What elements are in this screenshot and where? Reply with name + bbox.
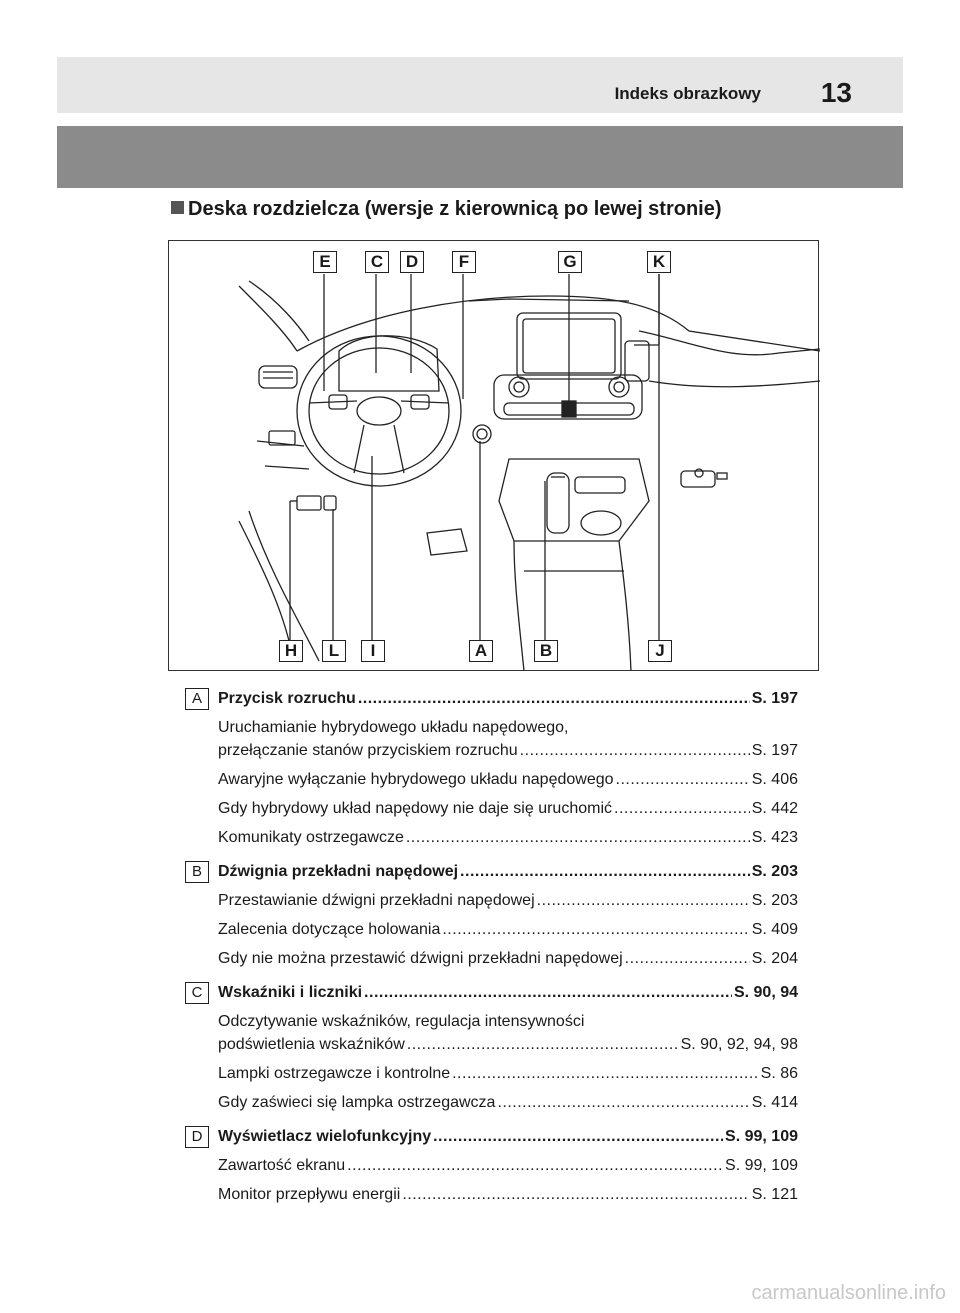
entry-item-row: Przestawianie dźwigni przekładni napędow…	[218, 892, 798, 910]
entry-item-page: S. 204	[751, 950, 798, 967]
entry-item-page: S. 121	[751, 1186, 798, 1203]
callout-top-6: K	[647, 251, 671, 273]
leader-lines	[289, 274, 660, 641]
entry-item-row: Gdy zaświeci się lampka ostrzegawcza S. 4…	[218, 1094, 798, 1112]
entry-item-row: Awaryjne wyłączanie hybrydowego układu n…	[218, 771, 798, 789]
entry-letter: A	[185, 688, 209, 710]
dashboard-drawing	[238, 274, 820, 672]
entry-item-page: S. 406	[751, 771, 798, 788]
entry-subline: Odczytywanie wskaźników, regulacja inten…	[218, 1013, 585, 1030]
entry-title-row: Przycisk rozruchu S. 197	[218, 690, 798, 708]
section-title: Deska rozdzielcza (wersje z kierownicą p…	[171, 198, 722, 221]
callout-top-5: G	[558, 251, 582, 273]
dashboard-illustration: E C D F G K H L I A B J	[168, 240, 820, 672]
entry-title-row: Wskaźniki i liczniki S. 90, 94	[218, 984, 798, 1002]
entry-title: Wskaźniki i liczniki	[218, 984, 363, 1001]
entry-item-row: Zawartość ekranu S. 99, 109	[218, 1157, 798, 1175]
entry-item-row: Lampki ostrzegawcze i kontrolne S. 86	[218, 1065, 798, 1083]
entry-title-row: Dźwignia przekładni napędowej S. 203	[218, 863, 798, 881]
entry-item-row: Gdy hybrydowy układ napędowy nie daje si…	[218, 800, 798, 818]
entry-page: S. 203	[751, 863, 798, 880]
callout-top-2: C	[365, 251, 389, 273]
entry-page: S. 197	[751, 690, 798, 707]
entry-item-row: przełączanie stanów przyciskiem rozruchu…	[218, 742, 798, 760]
entry-item-page: S. 86	[760, 1065, 798, 1082]
entry-item-text: Gdy hybrydowy układ napędowy nie daje si…	[218, 800, 612, 817]
entry-item-page: S. 442	[751, 800, 798, 817]
entry-item-page: S. 409	[751, 921, 798, 938]
entry-item-text: Przestawianie dźwigni przekładni napędow…	[218, 892, 535, 909]
header-band	[57, 126, 903, 188]
entry-letter: B	[185, 861, 209, 883]
entry-subline: Uruchamianie hybrydowego układu napędowe…	[218, 719, 569, 736]
callout-top-4: F	[452, 251, 476, 273]
entry-item-row: podświetlenia wskaźników S. 90, 92, 94, 9…	[218, 1036, 798, 1054]
callout-bottom-1: H	[279, 640, 303, 662]
entry-title: Dźwignia przekładni napędowej	[218, 863, 459, 880]
entry-item-text: przełączanie stanów przyciskiem rozruchu	[218, 742, 518, 759]
dashboard-lines	[238, 280, 820, 672]
entry-title-row: Wyświetlacz wielofunkcyjny S. 99, 109	[218, 1128, 798, 1146]
entry-item-page: S. 99, 109	[725, 1157, 798, 1174]
entry-item-text: Awaryjne wyłączanie hybrydowego układu n…	[218, 771, 614, 788]
entry-title: Wyświetlacz wielofunkcyjny	[218, 1128, 432, 1145]
callout-bottom-3: I	[361, 640, 385, 662]
header-title: Indeks obrazkowy	[614, 84, 761, 103]
entry-page: S. 99, 109	[725, 1128, 798, 1145]
callout-bottom-6: J	[648, 640, 672, 662]
entry-item-text: Lampki ostrzegawcze i kontrolne	[218, 1065, 451, 1082]
entry-item-page: S. 197	[751, 742, 798, 759]
entry-letter: D	[185, 1126, 209, 1148]
entry-item-row: Zalecenia dotyczące holowania S. 409	[218, 921, 798, 939]
entry-item-text: Gdy zaświeci się lampka ostrzegawcza	[218, 1094, 496, 1111]
callout-bottom-4: A	[469, 640, 493, 662]
callout-top-3: D	[400, 251, 424, 273]
entry-title: Przycisk rozruchu	[218, 690, 356, 707]
entry-item-page: S. 423	[751, 829, 798, 846]
entry-item-text: Monitor przepływu energii	[218, 1186, 401, 1203]
callout-bottom-2: L	[322, 640, 346, 662]
entry-item-text: Komunikaty ostrzegawcze	[218, 829, 404, 846]
entry-item-row: Gdy nie można przestawić dźwigni przekła…	[218, 950, 798, 968]
entry-item-page: S. 203	[751, 892, 798, 909]
page-number: 13	[820, 77, 852, 108]
entry-item-text: podświetlenia wskaźników	[218, 1036, 405, 1053]
entry-item-row: Komunikaty ostrzegawcze S. 423	[218, 829, 798, 847]
entry-page: S. 90, 94	[733, 984, 798, 1001]
callout-top-1: E	[313, 251, 337, 273]
entry-item-page: S. 90, 92, 94, 98	[680, 1036, 798, 1053]
watermark: carmanualsonline.info	[751, 1282, 946, 1304]
entry-item-text: Zalecenia dotyczące holowania	[218, 921, 441, 938]
entry-item-text: Gdy nie można przestawić dźwigni przekła…	[218, 950, 623, 967]
entry-item-row: Monitor przepływu energii S. 121	[218, 1186, 798, 1204]
callout-bottom-5: B	[534, 640, 558, 662]
section-title-text: Deska rozdzielcza (wersje z kierownicą p…	[188, 198, 722, 220]
square-bullet-icon	[171, 201, 184, 214]
page-header: Indeks obrazkowy 13	[57, 57, 903, 113]
entry-letter: C	[185, 982, 209, 1004]
entry-item-text: Zawartość ekranu	[218, 1157, 346, 1174]
entry-item-page: S. 414	[751, 1094, 798, 1111]
